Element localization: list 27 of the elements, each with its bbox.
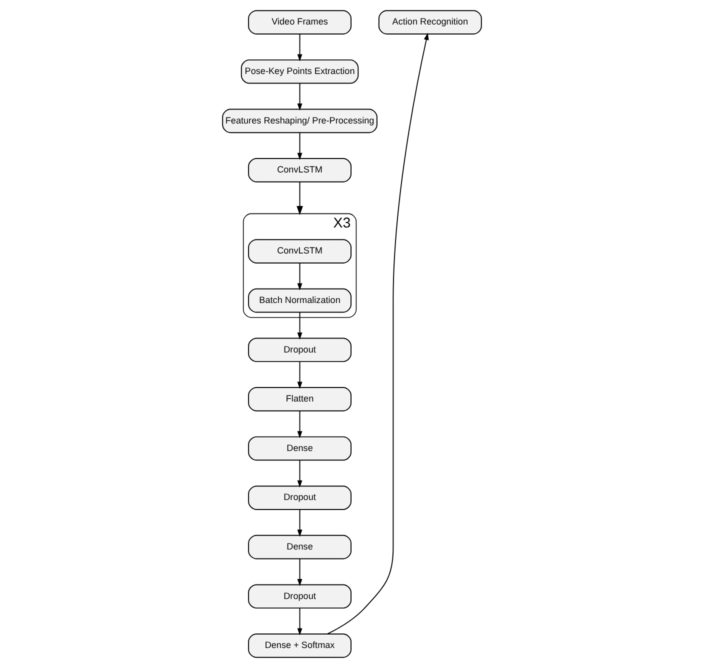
node-box: Video Frames (248, 10, 352, 34)
node-box: Pose-Key Points Extraction (240, 59, 358, 84)
arrow (296, 460, 302, 488)
node-box: Action Recognition (378, 10, 482, 34)
arrow (296, 558, 302, 586)
node-box: Dense + Softmax (248, 634, 352, 658)
node-box: Dense (248, 436, 352, 461)
arrow (296, 82, 302, 111)
arrow (296, 312, 302, 340)
node-box: Dropout (248, 486, 352, 510)
node-box: Dense (248, 534, 352, 560)
node-box: ConvLSTM (248, 158, 352, 182)
node-box: Dropout (248, 584, 352, 609)
node-box: ConvLSTM (248, 239, 352, 264)
arrow (296, 410, 302, 438)
arrow (296, 509, 302, 537)
node-box: Batch Normalization (248, 288, 352, 313)
arrow (296, 361, 302, 389)
arrow (296, 262, 302, 290)
arrow (296, 132, 302, 160)
arrow (296, 34, 302, 62)
node-box: Flatten (248, 387, 352, 412)
arrow (296, 608, 302, 636)
node-box: Dropout (248, 338, 352, 362)
arrow (296, 181, 302, 216)
arrow (326, 32, 428, 634)
node-box: Features Reshaping/ Pre-Processing (222, 108, 377, 134)
